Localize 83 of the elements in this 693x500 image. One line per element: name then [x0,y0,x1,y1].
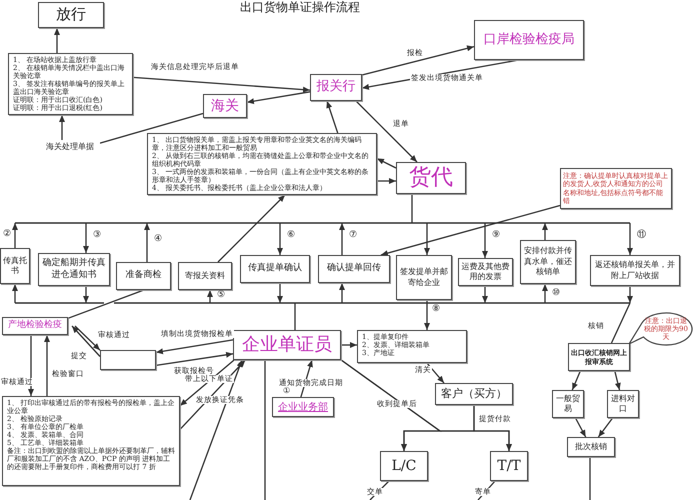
edge-label: ⑪ [636,231,647,241]
document-list-box [2,396,180,486]
arrow [376,158,396,169]
arrow [380,204,560,256]
arrow [339,223,345,255]
process-box: 签发提单并邮寄给企业 [396,255,452,300]
organization-box: 企业业务部 [272,397,334,417]
payment-box: T/T [490,451,528,481]
arrow [83,286,89,303]
process-box: 传真托书 [0,248,30,284]
document-list-box [147,133,377,195]
arrow [377,178,396,184]
process-box [100,350,156,370]
process-box: 客户（买方） [435,383,513,405]
document-list-box [357,330,467,363]
arrow [12,284,18,303]
process-box: 确定船期并传真进仓通知书 [38,253,110,286]
arrow [54,28,60,53]
arrow [277,283,283,303]
organization-box: 海关 [203,94,247,118]
arrow [59,115,65,140]
connector-line [589,457,591,500]
connector-line [264,360,266,500]
organization-box: 货代 [396,162,466,194]
arrow [180,360,235,406]
process-box: 安排付款并传真水单，催还核销单 [520,240,576,284]
arrow [218,194,286,262]
connector-line [100,112,204,144]
arrow [627,286,633,303]
arrow [132,76,310,93]
process-box: 返还核销单报关单，并附上厂站收据 [590,255,680,286]
arrow [189,360,243,500]
arrow [156,339,234,354]
payment-box: L/C [380,451,428,481]
arrow [156,352,234,366]
arrow [574,418,586,438]
arrow [339,283,345,303]
process-box: 批次核销 [567,437,615,457]
title: 出口货物单证操作流程 [240,0,360,16]
arrow [362,45,474,76]
arrow [341,342,357,348]
arrow [207,290,213,303]
arrow [28,335,34,396]
document-list-box [8,53,133,115]
organization-box: 产地检验检疫 [2,317,68,335]
process-box: 传真提单确认 [240,255,310,283]
arrow [482,223,488,258]
arrow [614,370,621,390]
arrow [482,286,488,303]
arrow [72,326,100,357]
connector-line [68,289,144,319]
connector-line [411,194,413,223]
arrow [74,326,100,351]
arrow [426,362,444,384]
arrow [326,100,338,134]
process-box: 确认提单回传 [318,255,390,283]
process-box: 放行 [38,2,104,28]
process-box: 进料对口 [607,390,639,418]
organization-box: 口岸检验检疫局 [474,20,584,60]
arrow [572,370,581,390]
organization-box: 企业单证员 [233,330,341,360]
arrow [542,223,548,240]
connector-line [294,303,296,330]
process-box: 运费及其他费用的发票 [458,258,513,286]
arrow [83,223,89,253]
arrow [424,223,430,255]
step-number: ① [283,386,290,395]
arrow [144,223,150,262]
arrow [12,223,18,248]
organization-box: 报关行 [310,74,362,101]
process-box: 一般贸易 [552,390,584,418]
arrow [340,359,512,451]
arrow [542,284,548,303]
process-box: 准备商检 [116,262,171,290]
arrow [44,335,50,396]
process-box: 寄报关资料 [178,262,232,290]
arrow [277,223,283,255]
arrow [598,418,614,438]
arrow [246,91,310,104]
arrow [627,223,633,255]
arrow [424,300,430,330]
arrow [356,100,418,162]
connector-line [610,302,631,344]
